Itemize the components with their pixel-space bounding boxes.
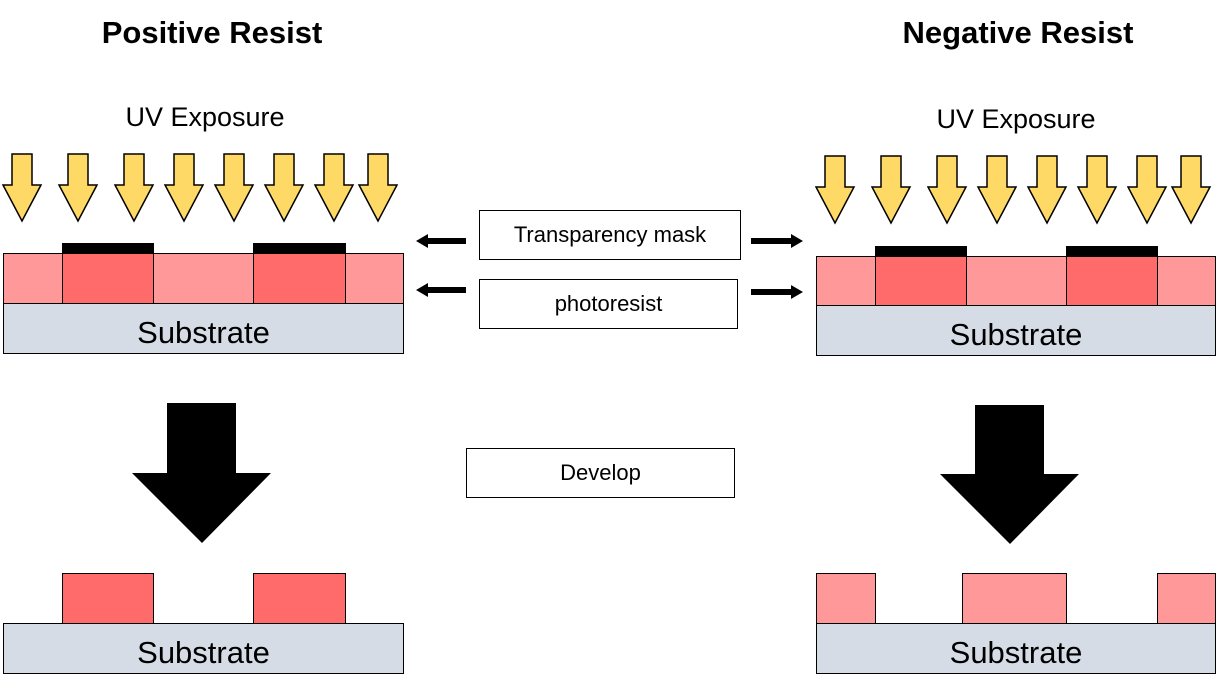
positive-resist-exposed: [253, 253, 346, 304]
uv-arrow-icon: [927, 155, 967, 224]
uv-arrow-icon: [1171, 155, 1211, 224]
negative-uv-exposure-label: UV Exposure: [936, 104, 1096, 134]
legend-pointer-arrows: [416, 234, 803, 299]
uv-arrow-icon: [2, 153, 42, 222]
negative-resist-exposed: [875, 256, 967, 306]
develop-down-arrow-icon: [940, 405, 1079, 544]
uv-arrow-icon: [815, 155, 855, 224]
negative-mask-segment: [875, 246, 967, 256]
uv-arrow-icon: [977, 155, 1017, 224]
negative-resist-title: Negative Resist: [902, 15, 1134, 50]
develop-down-arrow-icon: [132, 403, 271, 543]
arrow-right-icon: [751, 285, 803, 299]
arrow-right-icon: [751, 234, 803, 248]
positive-uv-arrows: [2, 153, 398, 222]
negative-developed-resist: [962, 573, 1067, 624]
negative-developed-resist: [816, 573, 876, 624]
negative-substrate: Substrate: [816, 305, 1216, 356]
uv-arrow-icon: [358, 153, 398, 222]
develop-label: Develop: [466, 448, 735, 498]
uv-arrow-icon: [58, 153, 98, 222]
negative-resist-unexposed: [966, 256, 1067, 306]
positive-developed-resist: [62, 573, 154, 624]
uv-arrow-icon: [264, 153, 304, 222]
positive-uv-exposure-label: UV Exposure: [125, 102, 285, 132]
positive-resist-unexposed: [345, 253, 404, 304]
positive-resist-exposed: [62, 253, 154, 304]
negative-resist-exposed: [1066, 256, 1158, 306]
uv-arrow-icon: [1127, 155, 1167, 224]
positive-result-substrate: Substrate: [3, 623, 404, 674]
positive-substrate: Substrate: [3, 303, 404, 354]
positive-mask-segment: [253, 243, 346, 253]
transparency-mask-label: Transparency mask: [479, 210, 741, 260]
uv-arrow-icon: [164, 153, 204, 222]
uv-arrow-icon: [214, 153, 254, 222]
negative-resist-unexposed: [816, 256, 876, 306]
positive-resist-title: Positive Resist: [101, 15, 323, 50]
positive-mask-segment: [62, 243, 154, 253]
photoresist-label: photoresist: [479, 279, 738, 329]
negative-result-substrate: Substrate: [816, 623, 1216, 674]
uv-arrow-icon: [314, 153, 354, 222]
negative-uv-arrows: [815, 155, 1211, 224]
negative-developed-resist: [1157, 573, 1216, 624]
positive-developed-resist: [253, 573, 346, 624]
arrow-left-icon: [416, 283, 466, 297]
uv-arrow-icon: [1027, 155, 1067, 224]
positive-resist-unexposed: [153, 253, 254, 304]
negative-mask-segment: [1066, 246, 1158, 256]
uv-arrow-icon: [114, 153, 154, 222]
uv-arrow-icon: [1077, 155, 1117, 224]
positive-resist-unexposed: [3, 253, 63, 304]
arrow-left-icon: [416, 234, 466, 248]
negative-resist-unexposed: [1157, 256, 1216, 306]
uv-arrow-icon: [871, 155, 911, 224]
